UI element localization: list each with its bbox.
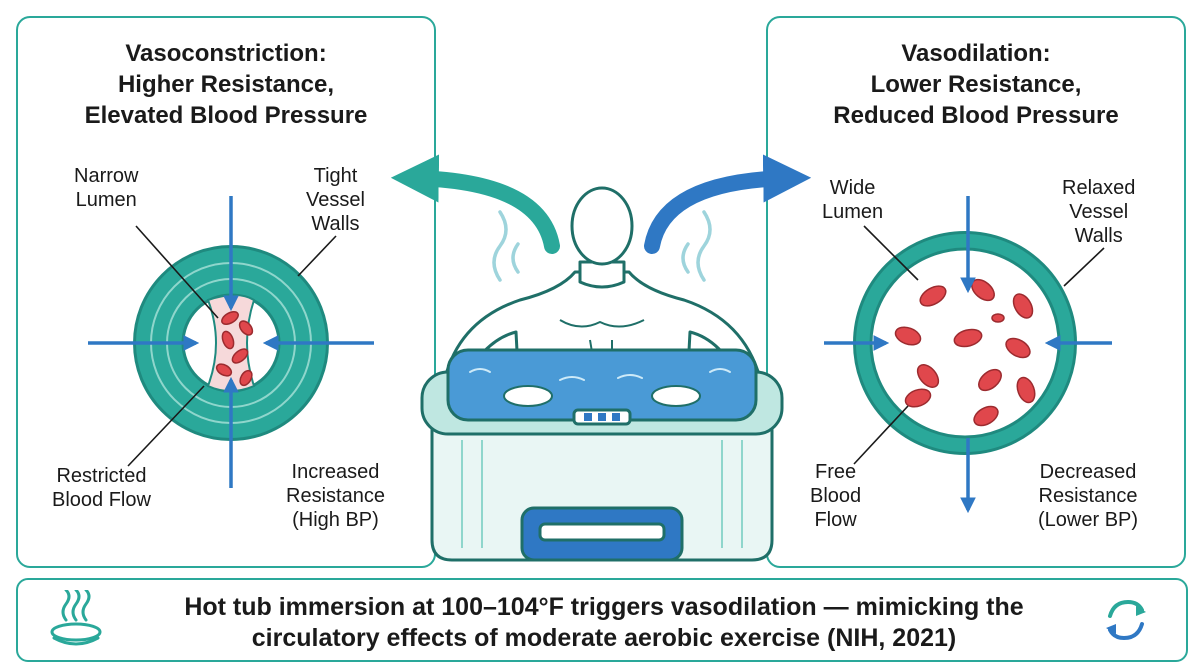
label-line: Decreased: [1039, 461, 1137, 483]
tight-walls-label: Tight Vessel Walls: [306, 164, 365, 236]
label-line: Increased: [291, 461, 380, 483]
arrow-to-vasodilation: [644, 154, 812, 254]
restricted-flow-label: Restricted Blood Flow: [52, 464, 151, 512]
title-line: Elevated Blood Pressure: [84, 102, 368, 129]
title-line: Lower Resistance,: [870, 71, 1082, 98]
label-line: Lumen: [822, 201, 884, 223]
red-blood-cells: [894, 278, 1036, 427]
label-line: Vessel: [306, 189, 365, 211]
vasodilation-title: Vasodilation: Lower Resistance, Reduced …: [768, 38, 1184, 131]
label-line: Relaxed: [1062, 177, 1136, 199]
wide-lumen-label: Wide Lumen: [822, 176, 883, 224]
footer-banner: Hot tub immersion at 100–104°F triggers …: [16, 578, 1188, 662]
vasoconstriction-panel: Vasoconstriction: Higher Resistance, Ele…: [16, 16, 436, 568]
label-pointers: [853, 225, 1105, 465]
footer-caption: Hot tub immersion at 100–104°F triggers …: [118, 592, 1090, 654]
label-line: Free: [815, 461, 857, 483]
constricted-vessel-diagram: [88, 196, 374, 488]
hot-tub: [420, 348, 784, 562]
flow-arrows: [824, 196, 1112, 514]
increased-resistance-label: Increased Resistance (High BP): [286, 460, 385, 532]
label-line: Flow: [814, 509, 857, 531]
vasodilation-panel: Vasodilation: Lower Resistance, Reduced …: [766, 16, 1186, 568]
caption-line: circulatory effects of moderate aerobic …: [251, 624, 957, 652]
label-line: Blood: [810, 485, 862, 507]
label-line: Wide: [829, 177, 876, 199]
label-line: (High BP): [292, 509, 379, 531]
narrow-lumen-label: Narrow Lumen: [74, 164, 138, 212]
red-blood-cells: [215, 311, 254, 387]
label-pointers: [127, 225, 337, 467]
label-line: Narrow: [74, 165, 139, 187]
hot-tub-illustration: [390, 154, 812, 562]
label-line: Resistance: [286, 485, 385, 507]
title-line: Vasoconstriction:: [125, 40, 327, 67]
relaxed-walls-label: Relaxed Vessel Walls: [1062, 176, 1135, 248]
free-flow-label: Free Blood Flow: [810, 460, 861, 532]
title-line: Vasodilation:: [901, 40, 1051, 67]
caption-line: Hot tub immersion at 100–104°F triggers …: [184, 593, 1024, 621]
label-line: (Lower BP): [1038, 509, 1139, 531]
label-line: Blood Flow: [52, 489, 151, 511]
label-line: Walls: [311, 213, 360, 235]
title-line: Reduced Blood Pressure: [833, 102, 1119, 129]
decreased-resistance-label: Decreased Resistance (Lower BP): [1038, 460, 1138, 532]
cycle-arrows-icon: [1106, 599, 1146, 641]
label-line: Walls: [1074, 225, 1123, 247]
compression-arrows: [88, 196, 374, 488]
label-line: Restricted: [56, 465, 147, 487]
steam-icon: [50, 590, 102, 646]
dilated-vessel-diagram: [824, 196, 1112, 514]
label-line: Vessel: [1069, 201, 1129, 223]
vasoconstriction-title: Vasoconstriction: Higher Resistance, Ele…: [18, 38, 434, 131]
title-line: Higher Resistance,: [117, 71, 335, 98]
steam-wisps: [492, 210, 712, 282]
arrow-to-vasoconstriction: [390, 154, 560, 254]
label-line: Resistance: [1038, 485, 1138, 507]
label-line: Lumen: [75, 189, 137, 211]
label-line: Tight: [313, 165, 358, 187]
